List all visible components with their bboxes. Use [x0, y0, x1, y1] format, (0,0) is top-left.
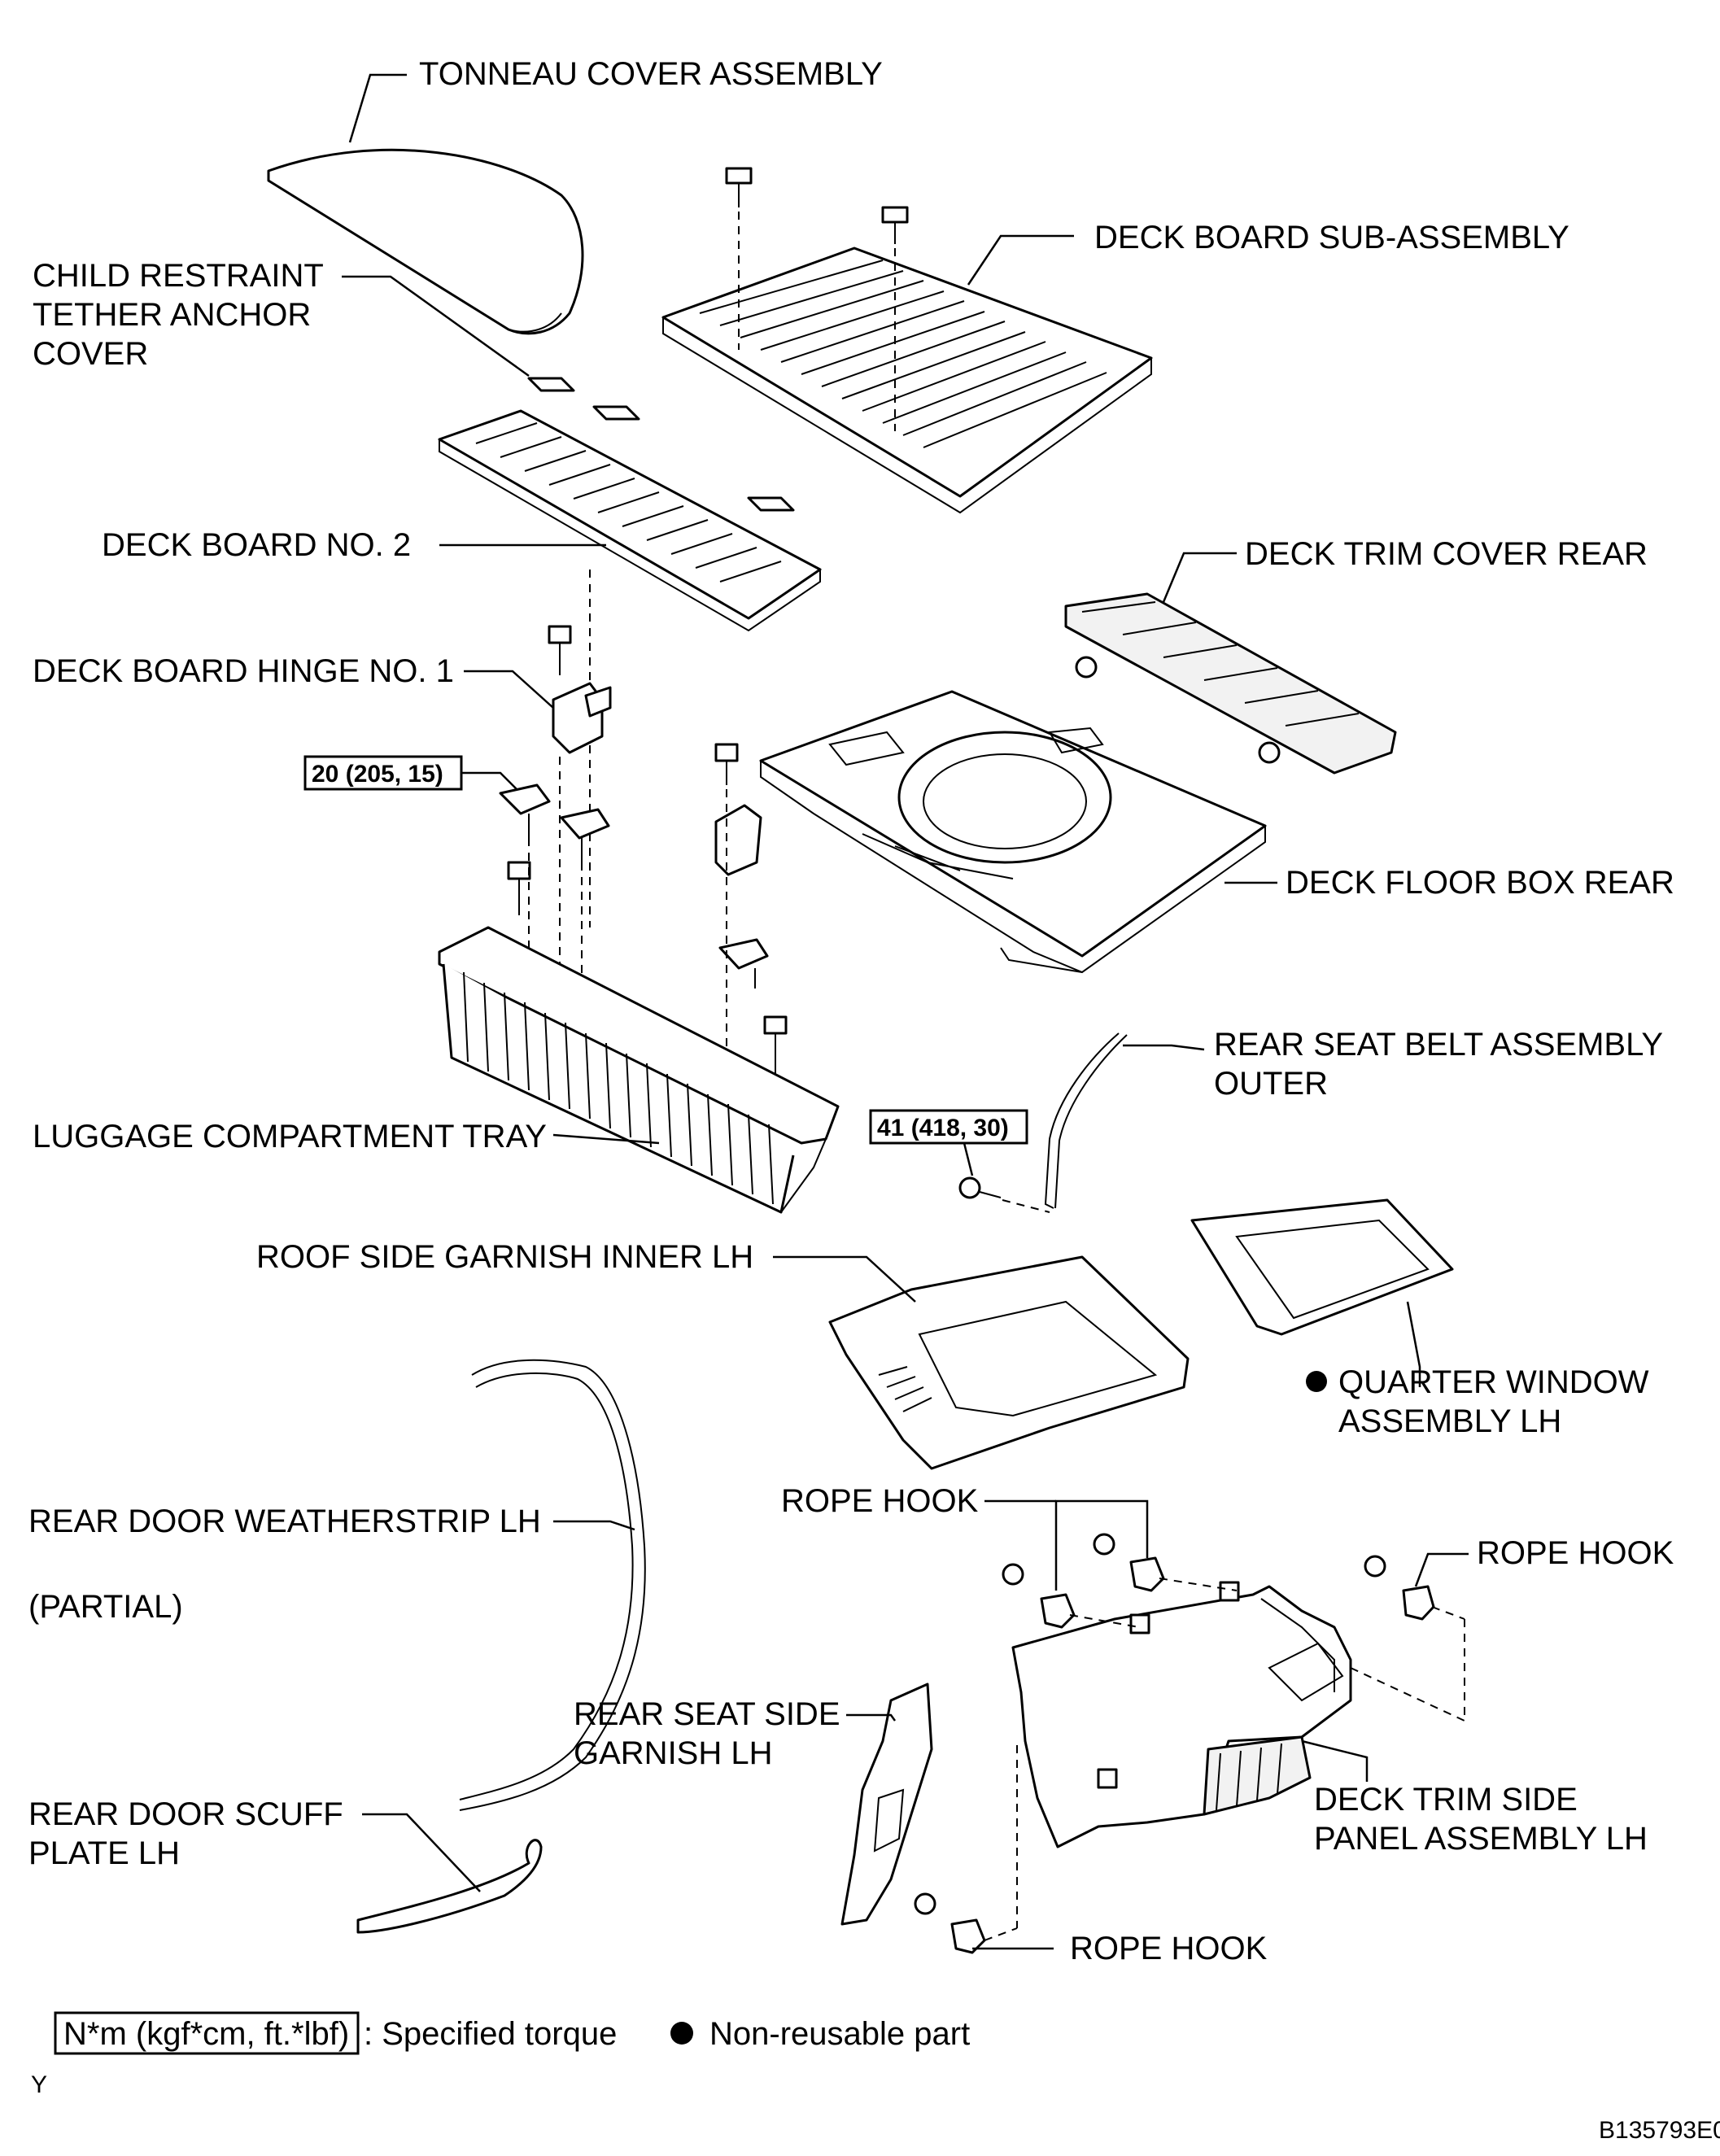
rear-seat-side-garnish-label-line2: GARNISH LH — [574, 1735, 773, 1771]
rear-door-scuff-label-line2: PLATE LH — [28, 1835, 180, 1871]
rear-seat-belt-label-line1: REAR SEAT BELT ASSEMBLY — [1214, 1027, 1663, 1063]
roof-side-garnish-label: ROOF SIDE GARNISH INNER LH — [256, 1239, 753, 1275]
torque-seat-belt-value: 41 (418, 30) — [877, 1115, 1009, 1141]
child-restraint-cover-drawing — [527, 377, 795, 512]
deck-trim-clips — [1075, 656, 1281, 764]
deck-board-hinge-drawing — [548, 625, 612, 754]
deck-board-bolts — [725, 167, 909, 244]
quarter-window-label-line2: ASSEMBLY LH — [1338, 1403, 1561, 1439]
partial-label: (PARTIAL) — [28, 1589, 183, 1625]
luggage-compartment-tray-drawing — [438, 926, 840, 1214]
rope-hook-label-2: ROPE HOOK — [1477, 1535, 1674, 1571]
rope-hook-label-3: ROPE HOOK — [1070, 1931, 1268, 1966]
deck-floor-box-rear-drawing — [759, 690, 1267, 974]
rope-hook-label-1: ROPE HOOK — [781, 1483, 979, 1519]
quarter-window-drawing — [1190, 1198, 1454, 1336]
deck-trim-cover-rear-drawing — [1064, 592, 1397, 775]
torque-hinge-value: 20 (205, 15) — [312, 761, 443, 788]
legend-torque-unit: N*m (kgf*cm, ft.*lbf) — [63, 2016, 349, 2052]
hinge-fasteners-left — [499, 783, 610, 915]
torque-box-seat-belt: 41 (418, 30) — [869, 1109, 1028, 1145]
rear-seat-side-garnish-label-line1: REAR SEAT SIDE — [574, 1696, 840, 1732]
rear-door-weatherstrip-label: REAR DOOR WEATHERSTRIP LH — [28, 1504, 541, 1539]
deck-board-no2-drawing — [438, 409, 822, 632]
tonneau-cover-label: TONNEAU COVER ASSEMBLY — [419, 56, 883, 92]
luggage-tray-label: LUGGAGE COMPARTMENT TRAY — [33, 1119, 547, 1154]
deck-board-sub-assembly-drawing — [661, 247, 1153, 514]
deck-trim-side-panel-drawing — [1011, 1581, 1352, 1848]
deck-floor-box-rear-label: DECK FLOOR BOX REAR — [1286, 865, 1674, 901]
child-restraint-label-line2: TETHER ANCHOR — [33, 297, 311, 333]
legend-torque-text: : Specified torque — [364, 2016, 617, 2052]
quarter-window-label-line1: QUARTER WINDOW — [1338, 1364, 1649, 1400]
child-restraint-label-line3: COVER — [33, 336, 148, 372]
roof-side-garnish-drawing — [828, 1255, 1190, 1470]
rear-seat-belt-drawing — [1044, 1032, 1128, 1209]
rear-door-scuff-label-line1: REAR DOOR SCUFF — [28, 1796, 343, 1832]
deck-trim-side-panel-label-line1: DECK TRIM SIDE — [1314, 1782, 1578, 1818]
rear-seat-side-garnish-drawing — [840, 1682, 933, 1926]
figure-id: B135793E01 — [1599, 2117, 1720, 2144]
child-restraint-label-line1: CHILD RESTRAINT — [33, 258, 324, 294]
seat-belt-bolt — [958, 1176, 1002, 1199]
torque-box-hinge: 20 (205, 15) — [303, 755, 463, 791]
deck-board-hinge-label: DECK BOARD HINGE NO. 1 — [33, 653, 454, 689]
legend-nonreusable-marker — [670, 2022, 693, 2045]
nonreusable-marker-quarter-window — [1306, 1371, 1327, 1392]
deck-trim-cover-rear-label: DECK TRIM COVER REAR — [1245, 536, 1648, 572]
rear-seat-belt-label-line2: OUTER — [1214, 1066, 1328, 1102]
rear-door-weatherstrip-drawing — [459, 1359, 646, 1811]
legend: N*m (kgf*cm, ft.*lbf) : Specified torque… — [54, 2011, 970, 2055]
tonneau-cover-drawing — [267, 148, 584, 335]
rear-door-scuff-drawing — [356, 1839, 543, 1934]
deck-trim-side-panel-label-line2: PANEL ASSEMBLY LH — [1314, 1821, 1648, 1857]
rope-hooks-drawing — [914, 1533, 1435, 1954]
legend-nonreusable-text: Non-reusable part — [709, 2016, 970, 2052]
deck-board-sub-assembly-label: DECK BOARD SUB-ASSEMBLY — [1094, 220, 1569, 255]
deck-board-no2-label: DECK BOARD NO. 2 — [102, 527, 411, 563]
footer-code-y: Y — [31, 2071, 47, 2098]
